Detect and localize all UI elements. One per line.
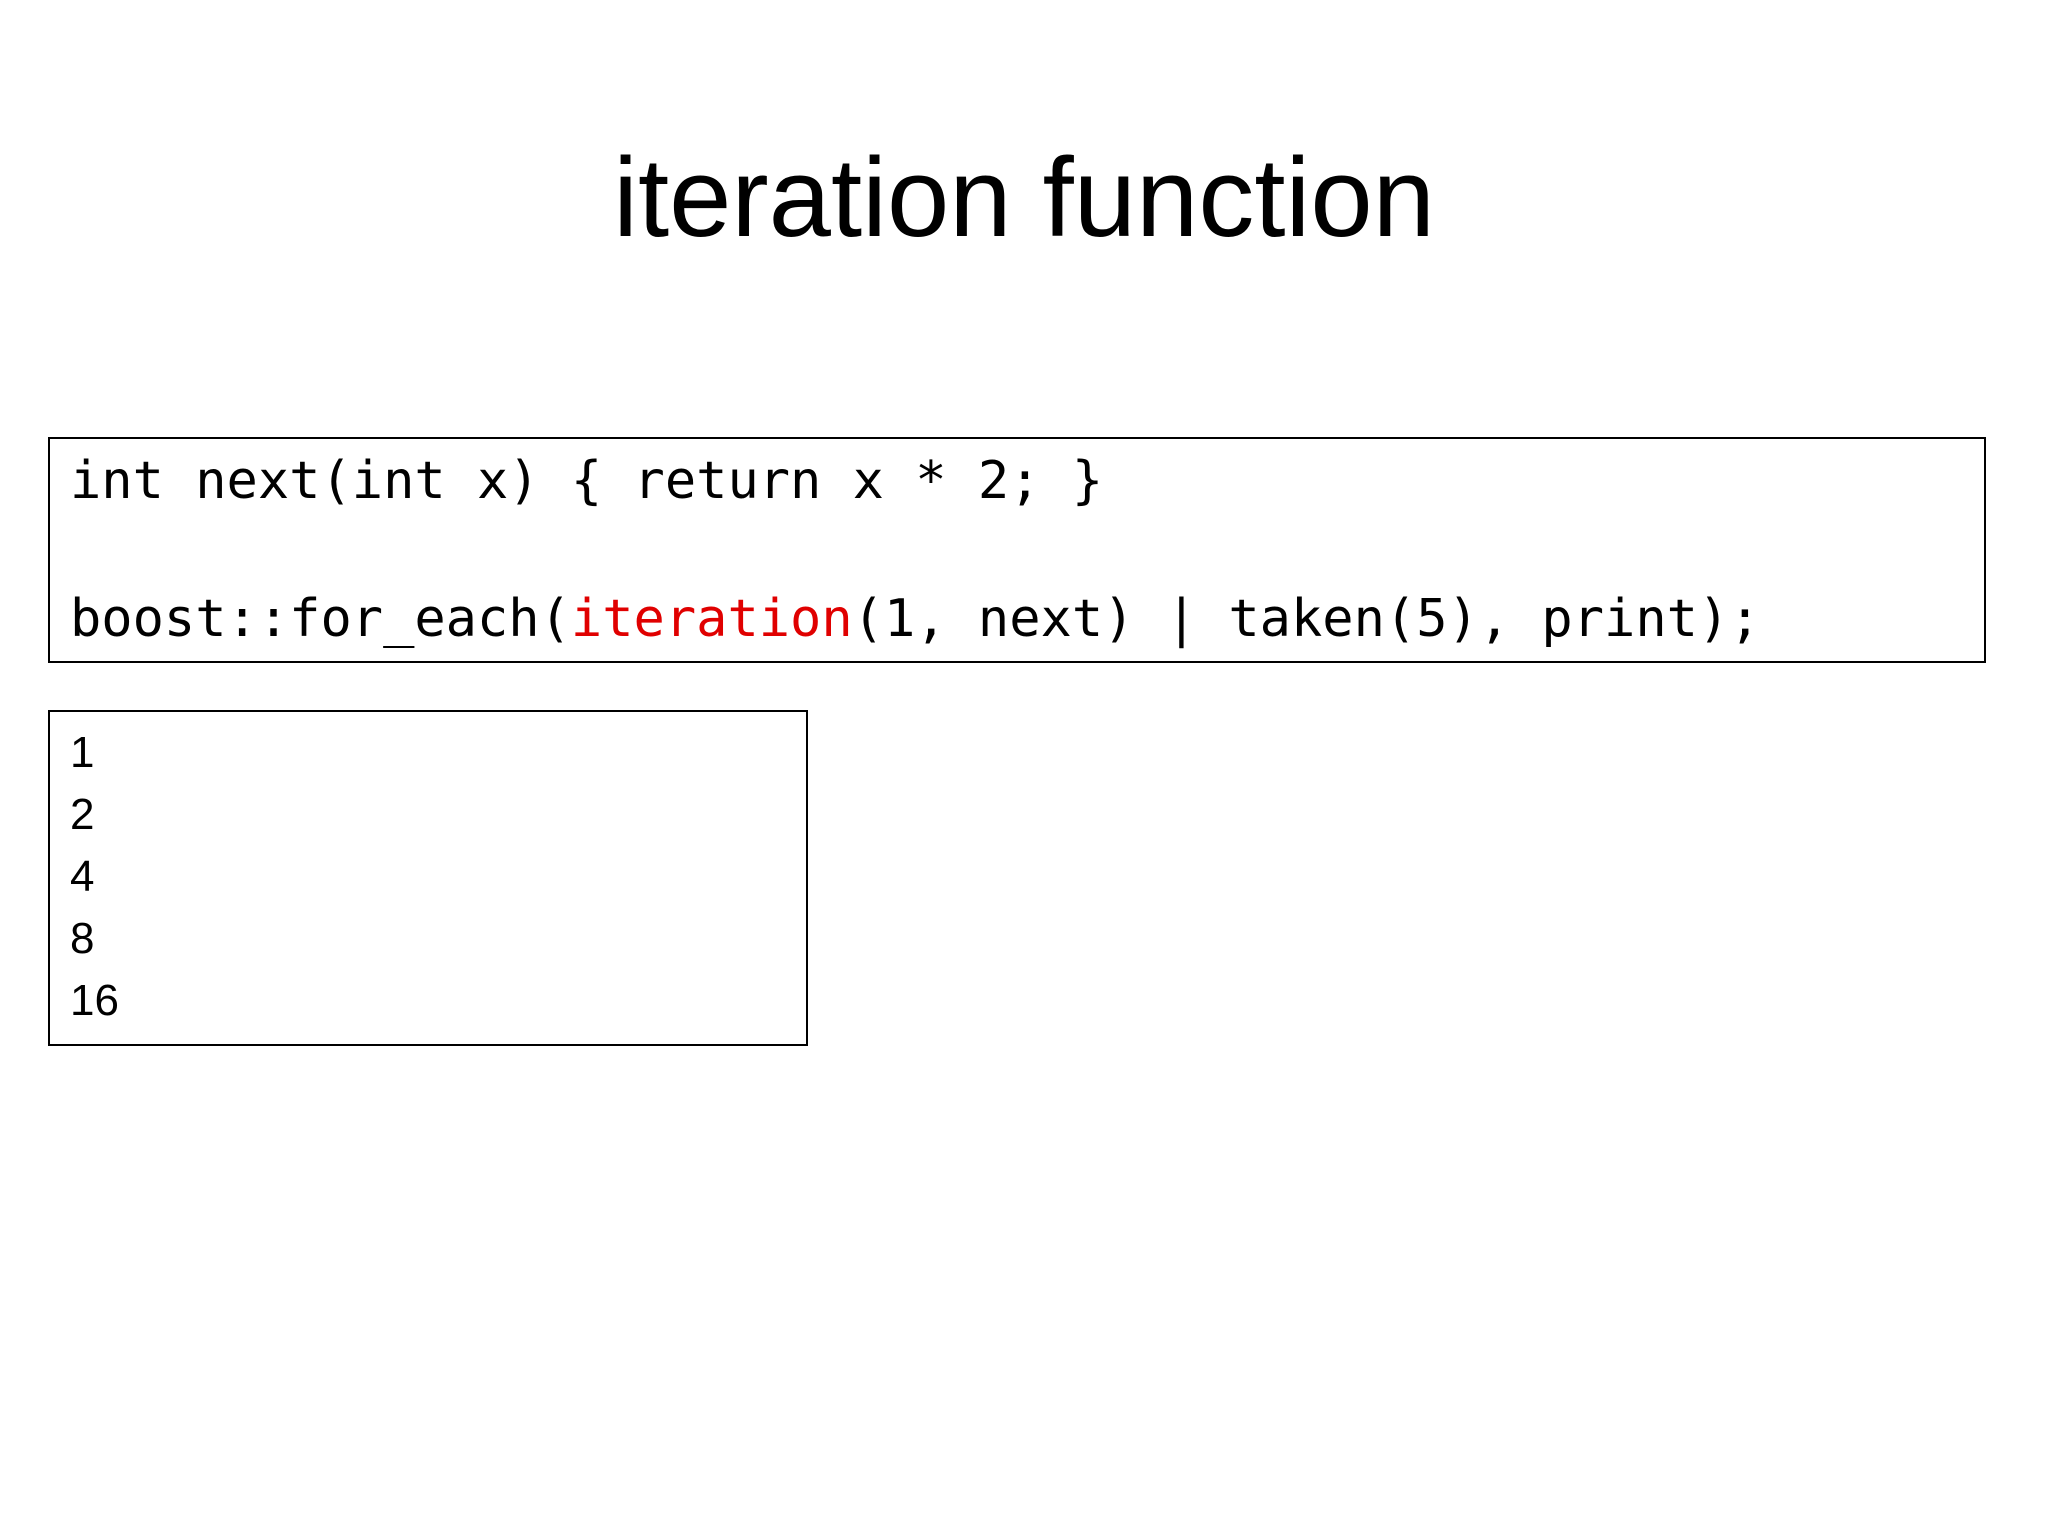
code-text-after-highlight: (1, next) | taken(5), print); <box>852 589 1761 649</box>
code-block: int next(int x) { return x * 2; } boost:… <box>48 437 1986 663</box>
output-line: 2 <box>70 790 95 839</box>
code-line-function-definition: int next(int x) { return x * 2; } <box>70 451 1104 511</box>
output-line: 16 <box>70 976 119 1025</box>
code-highlight-iteration: iteration <box>570 589 853 649</box>
code-line-for-each-call: boost::for_each(iteration(1, next) | tak… <box>70 587 1761 651</box>
output-line: 1 <box>70 728 95 777</box>
output-list: 1 2 4 8 16 <box>70 722 119 1032</box>
output-line: 8 <box>70 914 95 963</box>
slide-title: iteration function <box>613 135 1435 260</box>
output-line: 4 <box>70 852 95 901</box>
output-block: 1 2 4 8 16 <box>48 710 808 1046</box>
code-text-before-highlight: boost::for_each( <box>70 589 571 649</box>
